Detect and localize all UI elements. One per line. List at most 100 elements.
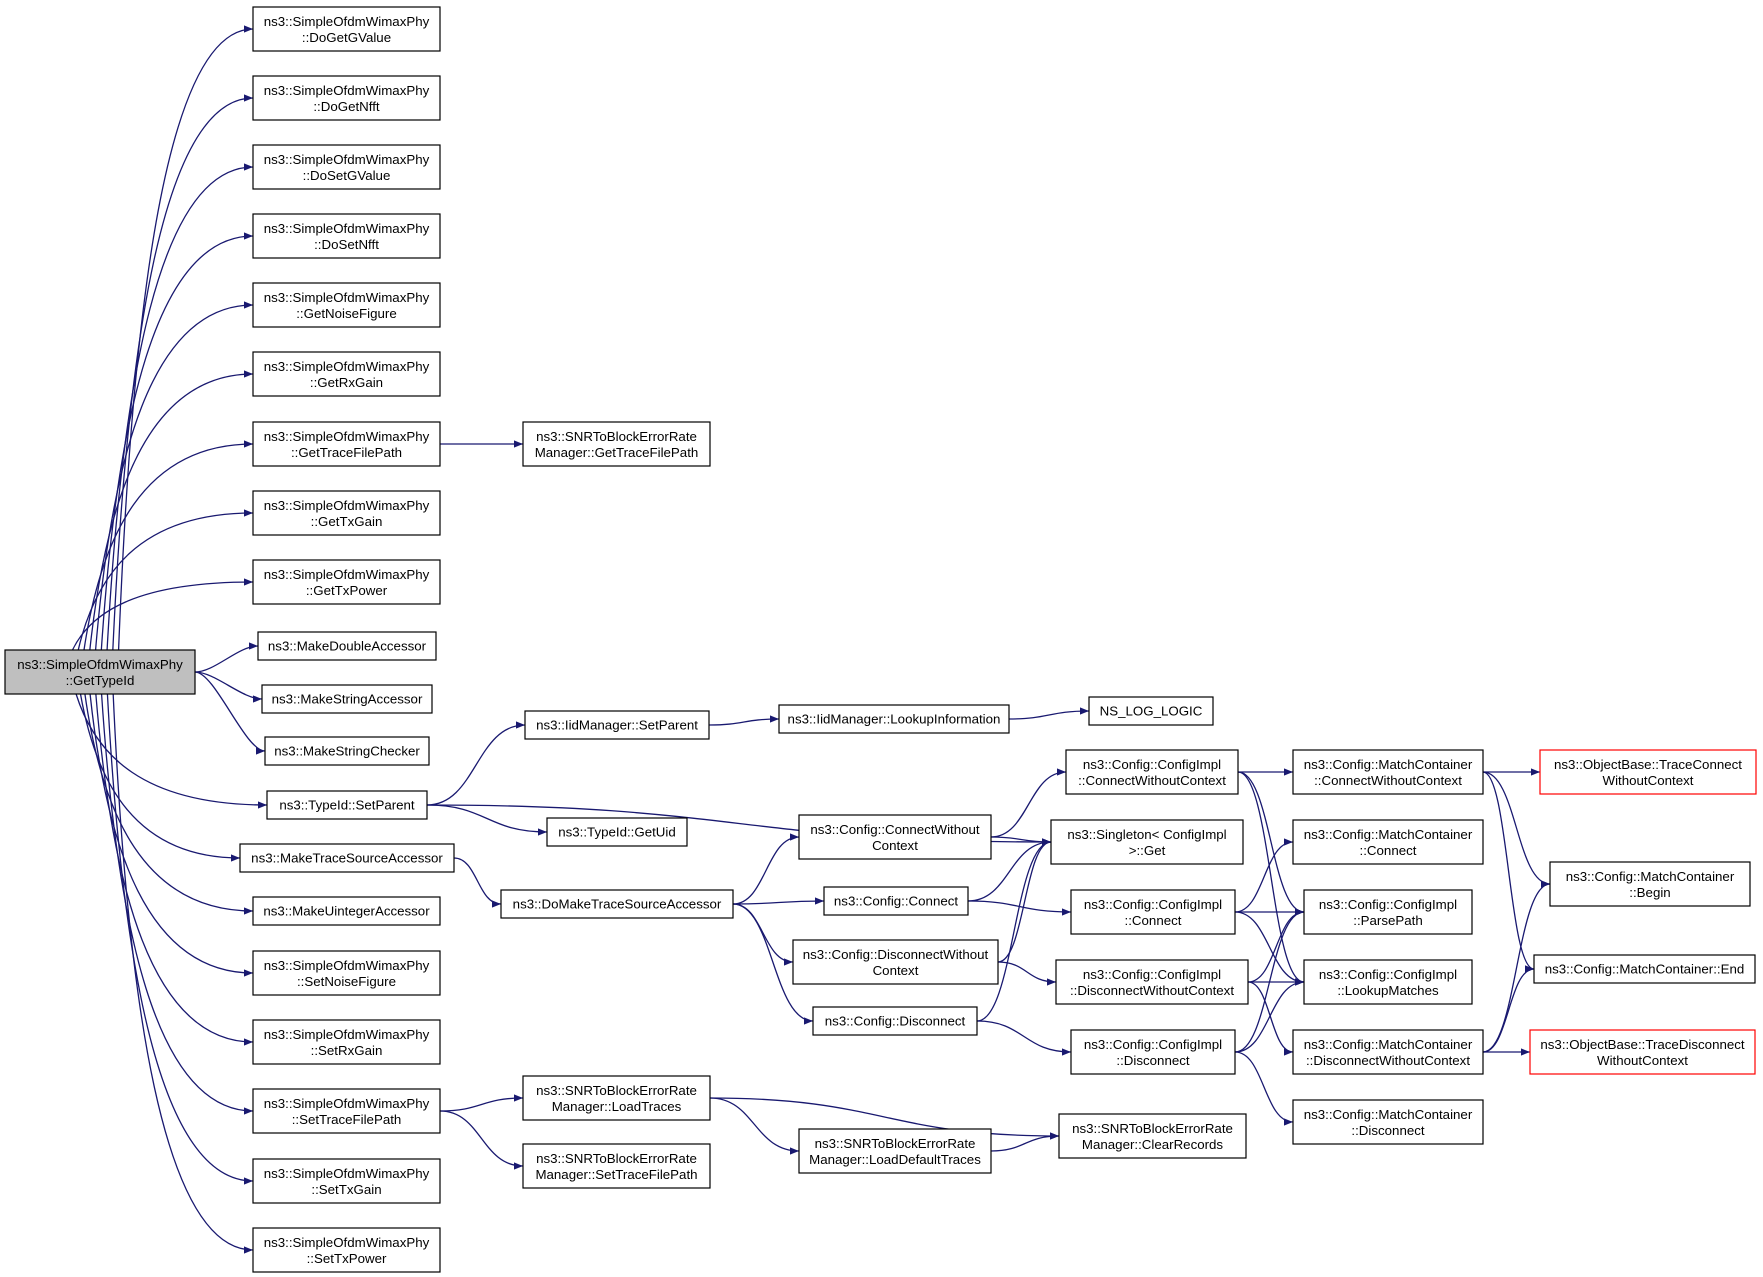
node-label-line: ns3::SimpleOfdmWimaxPhy [264, 567, 430, 582]
node-c4[interactable]: ns3::Config::DisconnectWithoutContext [792, 939, 999, 985]
node-label-line: ns3::Config::Connect [834, 894, 958, 909]
node-label-line: Context [873, 963, 919, 978]
node-box [522, 1075, 711, 1121]
node-m2[interactable]: ns3::IidManager::SetParent [524, 710, 710, 740]
node-c1[interactable]: ns3::IidManager::LookupInformation [778, 704, 1010, 734]
node-n4[interactable]: ns3::SimpleOfdmWimaxPhy::DoSetNfft [252, 213, 441, 259]
node-box [257, 631, 437, 661]
node-f4[interactable]: ns3::ObjectBase::TraceDisconnectWithoutC… [1529, 1029, 1756, 1075]
node-box [1065, 749, 1239, 795]
node-f2[interactable]: ns3::Config::MatchContainer::Begin [1549, 861, 1751, 907]
edge-m2-to-c1 [708, 715, 780, 726]
node-e6[interactable]: ns3::Config::MatchContainer::Disconnect [1292, 1099, 1484, 1145]
node-label-line: Manager::LoadTraces [552, 1099, 682, 1114]
node-label-line: >::Get [1129, 843, 1166, 858]
node-n2[interactable]: ns3::SimpleOfdmWimaxPhy::DoGetNfft [252, 75, 441, 121]
node-box [264, 736, 430, 766]
node-label-line: ns3::Config::Disconnect [825, 1014, 966, 1029]
node-f3[interactable]: ns3::Config::MatchContainer::End [1533, 954, 1756, 984]
node-box [252, 351, 441, 397]
node-label-line: ns3::ObjectBase::TraceConnect [1554, 757, 1742, 772]
node-n20[interactable]: ns3::SimpleOfdmWimaxPhy::SetTxPower [252, 1227, 441, 1273]
node-box [778, 704, 1010, 734]
node-root[interactable]: ns3::SimpleOfdmWimaxPhy::GetTypeId [4, 649, 196, 695]
node-n5[interactable]: ns3::SimpleOfdmWimaxPhy::GetNoiseFigure [252, 282, 441, 328]
edge-e1-to-f3 [1482, 771, 1535, 973]
node-n10[interactable]: ns3::MakeDoubleAccessor [257, 631, 437, 661]
node-n8[interactable]: ns3::SimpleOfdmWimaxPhy::GetTxGain [252, 490, 441, 536]
edge-root-to-n6 [89, 370, 254, 651]
node-n18[interactable]: ns3::SimpleOfdmWimaxPhy::SetTraceFilePat… [252, 1088, 441, 1134]
node-label-line: ns3::SimpleOfdmWimaxPhy [264, 83, 430, 98]
edge-c6-to-d7 [990, 1132, 1060, 1152]
node-box [1050, 819, 1244, 865]
node-d4[interactable]: ns3::Config::ConfigImpl::Connect [1070, 889, 1236, 935]
node-c2[interactable]: ns3::Config::ConnectWithoutContext [798, 814, 992, 860]
node-label-line: ns3::SNRToBlockErrorRate [536, 1151, 697, 1166]
node-label-line: ns3::SimpleOfdmWimaxPhy [264, 14, 430, 29]
node-label-line: ::GetTraceFilePath [291, 445, 402, 460]
node-n13[interactable]: ns3::TypeId::SetParent [266, 790, 428, 820]
node-e5[interactable]: ns3::Config::MatchContainer::DisconnectW… [1292, 1029, 1484, 1075]
edge-root-to-n11 [194, 671, 263, 703]
node-box [1303, 889, 1473, 935]
edge-n18-to-m6 [439, 1110, 524, 1170]
node-d3[interactable]: ns3::Singleton< ConfigImpl >::Get [1050, 819, 1244, 865]
node-box [252, 950, 441, 996]
node-n14[interactable]: ns3::MakeTraceSourceAccessor [239, 843, 455, 873]
node-box [1533, 954, 1756, 984]
node-d7[interactable]: ns3::SNRToBlockErrorRateManager::ClearRe… [1058, 1113, 1247, 1159]
node-label-line: ::ConnectWithoutContext [1078, 773, 1226, 788]
node-label-line: ns3::SimpleOfdmWimaxPhy [264, 1027, 430, 1042]
node-e4[interactable]: ns3::Config::ConfigImpl::LookupMatches [1303, 959, 1473, 1005]
edge-root-to-n4 [100, 232, 254, 651]
edge-d2-to-e4 [1237, 771, 1305, 986]
node-label-line: WithoutContext [1603, 773, 1694, 788]
node-e1[interactable]: ns3::Config::MatchContainer::ConnectWith… [1292, 749, 1484, 795]
node-label-line: ns3::Config::DisconnectWithout [803, 947, 989, 962]
node-label-line: ::ParsePath [1353, 913, 1422, 928]
node-f1[interactable]: ns3::ObjectBase::TraceConnectWithoutCont… [1539, 749, 1757, 795]
node-label-line: ns3::MakeUintegerAccessor [263, 904, 430, 919]
node-label-line: ns3::SimpleOfdmWimaxPhy [264, 429, 430, 444]
node-n9[interactable]: ns3::SimpleOfdmWimaxPhy::GetTxPower [252, 559, 441, 605]
edge-c5-to-d3 [976, 838, 1052, 1022]
node-n17[interactable]: ns3::SimpleOfdmWimaxPhy::SetRxGain [252, 1019, 441, 1065]
node-label-line: ::SetRxGain [311, 1043, 383, 1058]
edge-m4-to-c3 [732, 897, 825, 905]
node-c5[interactable]: ns3::Config::Disconnect [812, 1006, 978, 1036]
node-n3[interactable]: ns3::SimpleOfdmWimaxPhy::DoSetGValue [252, 144, 441, 190]
node-m1[interactable]: ns3::SNRToBlockErrorRateManager::GetTrac… [522, 421, 711, 467]
node-label-line: ns3::SimpleOfdmWimaxPhy [264, 1096, 430, 1111]
node-m3[interactable]: ns3::TypeId::GetUid [546, 817, 688, 847]
node-box [812, 1006, 978, 1036]
node-m4[interactable]: ns3::DoMakeTraceSourceAccessor [500, 889, 734, 919]
node-d5[interactable]: ns3::Config::ConfigImpl::DisconnectWitho… [1055, 959, 1249, 1005]
edge-n14-to-m4 [453, 857, 502, 908]
node-e3[interactable]: ns3::Config::ConfigImpl::ParsePath [1303, 889, 1473, 935]
edge-root-to-n12 [194, 671, 266, 755]
node-e2[interactable]: ns3::Config::MatchContainer::Connect [1292, 819, 1484, 865]
edge-m4-to-c5 [732, 903, 814, 1025]
node-n16[interactable]: ns3::SimpleOfdmWimaxPhy::SetNoiseFigure [252, 950, 441, 996]
edge-d4-to-e4 [1234, 911, 1305, 986]
node-box [524, 710, 710, 740]
node-c6[interactable]: ns3::SNRToBlockErrorRateManager::LoadDef… [798, 1128, 992, 1174]
node-d2[interactable]: ns3::Config::ConfigImpl::ConnectWithoutC… [1065, 749, 1239, 795]
node-n15[interactable]: ns3::MakeUintegerAccessor [252, 896, 441, 926]
node-n6[interactable]: ns3::SimpleOfdmWimaxPhy::GetRxGain [252, 351, 441, 397]
node-n11[interactable]: ns3::MakeStringAccessor [261, 684, 433, 714]
node-c3[interactable]: ns3::Config::Connect [823, 886, 969, 916]
node-m6[interactable]: ns3::SNRToBlockErrorRateManager::SetTrac… [522, 1143, 711, 1189]
node-n19[interactable]: ns3::SimpleOfdmWimaxPhy::SetTxGain [252, 1158, 441, 1204]
node-d6[interactable]: ns3::Config::ConfigImpl::Disconnect [1070, 1029, 1236, 1075]
node-label-line: ns3::TypeId::GetUid [558, 825, 676, 840]
node-label-line: ns3::Config::ConfigImpl [1084, 897, 1222, 912]
node-n12[interactable]: ns3::MakeStringChecker [264, 736, 430, 766]
node-d1[interactable]: NS_LOG_LOGIC [1088, 696, 1214, 726]
node-n1[interactable]: ns3::SimpleOfdmWimaxPhy::DoGetGValue [252, 6, 441, 52]
node-m5[interactable]: ns3::SNRToBlockErrorRateManager::LoadTra… [522, 1075, 711, 1121]
edge-root-to-n15 [84, 693, 254, 915]
node-n7[interactable]: ns3::SimpleOfdmWimaxPhy::GetTraceFilePat… [252, 421, 441, 467]
edge-root-to-n16 [89, 693, 254, 977]
